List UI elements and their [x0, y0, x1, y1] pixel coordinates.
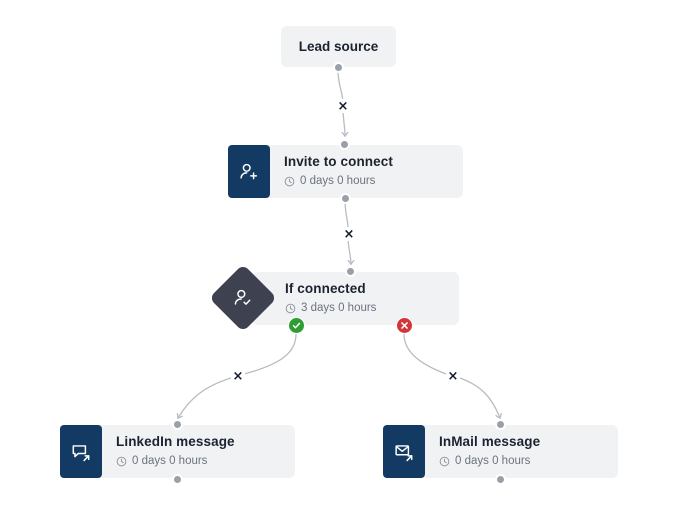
clock-icon [284, 177, 295, 187]
node-output-handle-inmail-message[interactable] [495, 474, 506, 485]
node-delay: 0 days 0 hours [116, 455, 235, 469]
node-delay-label: 3 days 0 hours [301, 302, 377, 315]
node-input-handle-invite-to-connect[interactable] [339, 139, 350, 150]
node-body: Invite to connect 0 days 0 hours [270, 145, 393, 198]
node-if-connected[interactable]: If connected 3 days 0 hours [252, 272, 459, 325]
condition-diamond-if-connected[interactable] [209, 264, 277, 332]
edge-remove-lead-to-invite[interactable]: × [336, 98, 350, 114]
node-output-handle-linkedin-message[interactable] [172, 474, 183, 485]
node-delay-label: 0 days 0 hours [455, 455, 531, 468]
node-output-handle-invite-to-connect[interactable] [340, 193, 351, 204]
clock-icon [116, 457, 127, 467]
clock-icon [439, 457, 450, 467]
edge-remove-invite-to-condition[interactable]: × [342, 226, 356, 242]
node-delay-label: 0 days 0 hours [132, 455, 208, 468]
node-input-handle-if-connected[interactable] [345, 266, 356, 277]
node-linkedin-message[interactable]: LinkedIn message 0 days 0 hours [60, 425, 295, 478]
node-title: If connected [285, 281, 366, 297]
node-title: InMail message [439, 434, 541, 450]
node-input-handle-linkedin-message[interactable] [172, 419, 183, 430]
chat-bubble-arrow-icon [60, 425, 102, 478]
clock-icon [285, 304, 296, 314]
node-input-handle-inmail-message[interactable] [495, 419, 506, 430]
node-title: Invite to connect [284, 154, 393, 170]
node-inmail-message[interactable]: InMail message 0 days 0 hours [383, 425, 618, 478]
node-output-handle-lead-source[interactable] [333, 62, 344, 73]
node-delay: 0 days 0 hours [439, 455, 540, 469]
node-title: Lead source [298, 39, 379, 54]
node-body: InMail message 0 days 0 hours [425, 425, 540, 478]
node-title: LinkedIn message [116, 434, 235, 450]
node-delay: 0 days 0 hours [284, 175, 393, 189]
node-delay: 3 days 0 hours [285, 302, 376, 316]
node-delay-label: 0 days 0 hours [300, 175, 376, 188]
edge-remove-no-to-inmail[interactable]: × [446, 368, 460, 384]
edge-remove-yes-to-linkedin[interactable]: × [231, 368, 245, 384]
person-check-icon [232, 287, 254, 309]
envelope-arrow-icon [383, 425, 425, 478]
node-lead-source[interactable]: Lead source [281, 26, 396, 67]
branch-badge-no[interactable] [396, 317, 413, 334]
node-body: LinkedIn message 0 days 0 hours [102, 425, 235, 478]
person-add-icon [228, 145, 270, 198]
node-body: If connected 3 days 0 hours [252, 272, 376, 325]
node-invite-to-connect[interactable]: Invite to connect 0 days 0 hours [228, 145, 463, 198]
branch-badge-yes[interactable] [288, 317, 305, 334]
